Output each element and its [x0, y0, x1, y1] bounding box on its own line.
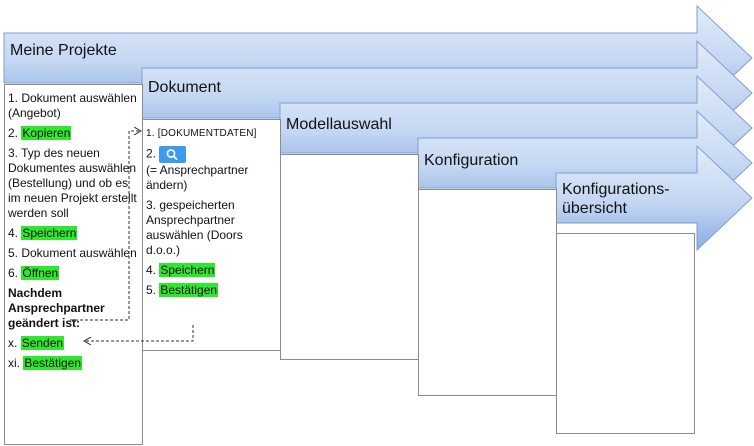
dokument-steps: 1. [DOKUMENTDATEN] 2. (= Ansprechpartner… — [146, 126, 278, 298]
stage-title-modellauswahl: Modellauswahl — [286, 116, 392, 133]
panel-modellauswahl — [280, 154, 419, 360]
bestaetigen-action[interactable]: Bestätigen — [23, 356, 83, 370]
dokument-step-3: 3. gespeicherten Ansprechpartner auswähl… — [146, 198, 243, 257]
dokument-step-4: 4. Speichern — [146, 263, 216, 277]
projekte-note: Nachdem Ansprechpartner geändert ist: — [8, 286, 105, 330]
dokument-step-2-note: (= Ansprechpartner ändern) — [146, 163, 249, 192]
oeffnen-action[interactable]: Öffnen — [21, 266, 60, 280]
projekte-steps: 1. Dokument auswählen (Angebot) 2. Kopie… — [8, 91, 140, 371]
stage-title-meine-projekte: Meine Projekte — [10, 42, 117, 59]
projekte-step-6: 6. Öffnen — [8, 266, 60, 280]
speichern-action[interactable]: Speichern — [159, 263, 216, 277]
bestaetigen-action[interactable]: Bestätigen — [159, 283, 219, 297]
panel-konfigurationsuebersicht — [556, 233, 695, 434]
stage-title-line-2: übersicht — [562, 200, 627, 217]
panel-konfiguration — [418, 189, 557, 396]
kopieren-action[interactable]: Kopieren — [21, 126, 72, 140]
dokument-step-1: 1. [DOKUMENTDATEN] — [146, 128, 257, 139]
stage-title-konfigurationsuebersicht: Konfigurations- übersicht — [562, 180, 702, 218]
senden-action[interactable]: Senden — [20, 336, 65, 350]
projekte-step-xi: xi. Bestätigen — [8, 356, 83, 370]
projekte-step-5: 5. Dokument auswählen — [8, 246, 137, 260]
magnifier-icon — [166, 149, 178, 160]
projekte-step-x: x. Senden — [8, 336, 65, 350]
projekte-step-4: 4. Speichern — [8, 226, 78, 240]
dokument-step-5: 5. Bestätigen — [146, 283, 219, 297]
projekte-step-3: 3. Typ des neuen Dokumentes auswählen (B… — [8, 146, 137, 220]
stage-title-dokument: Dokument — [148, 79, 221, 96]
stage-title-konfiguration: Konfiguration — [424, 152, 519, 169]
speichern-action[interactable]: Speichern — [21, 226, 78, 240]
projekte-step-1: 1. Dokument auswählen (Angebot) — [8, 91, 137, 120]
stage-title-line-1: Konfigurations- — [562, 181, 670, 198]
search-button[interactable] — [159, 146, 187, 163]
stage-arrow-konfigurationsuebersicht — [555, 144, 753, 252]
dokument-step-2: 2. — [146, 146, 278, 163]
projekte-step-2: 2. Kopieren — [8, 126, 72, 140]
